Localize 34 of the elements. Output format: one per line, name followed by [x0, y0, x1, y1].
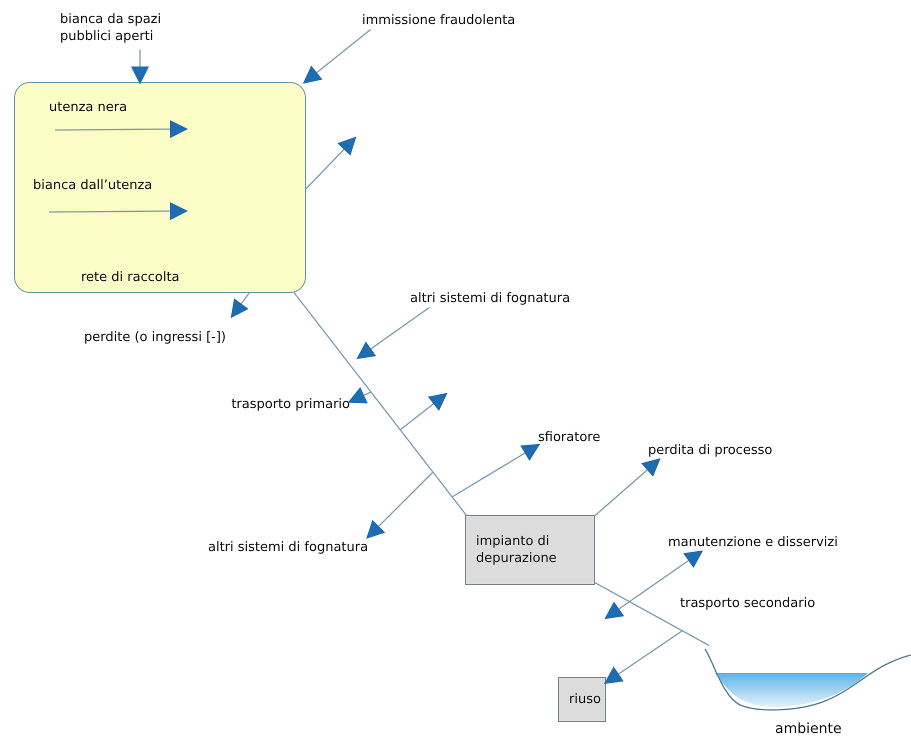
flow-arrow [305, 136, 356, 190]
flow-arrow [594, 458, 661, 517]
flow-arrow [604, 630, 682, 684]
flow-label: utenza nera [49, 99, 169, 130]
collection-network-box [14, 82, 306, 293]
box-label: impianto di depurazione [476, 533, 558, 567]
flow-arrow [348, 387, 372, 404]
reuse-box [558, 677, 606, 722]
flow-label: perdite (o ingressi [-]) [84, 316, 314, 346]
flow-label: bianca dall’utenza [33, 177, 193, 212]
edge-label: trasporto secondario [678, 595, 818, 612]
environment-label: ambiente [775, 721, 842, 738]
flow-label: perdita di processo [648, 440, 818, 460]
treatment-plant-box [465, 515, 595, 585]
flow-arrow [604, 550, 704, 620]
flow-label: altri sistemi di fognatura [410, 288, 600, 308]
flow-arrow [131, 50, 149, 84]
flow-label: altri sistemi di fognatura [208, 537, 418, 557]
flow-arrow [356, 306, 430, 360]
flow-label: bianca da spazi pubblici aperti [60, 6, 210, 50]
flow-label: trasporto primario [186, 394, 350, 414]
box-label: riuso [569, 691, 601, 708]
flow-label: sfioratore [538, 427, 624, 447]
flow-arrow [366, 472, 434, 539]
flow-label: manutenzione e disservizi [668, 532, 898, 552]
flow-arrow [49, 202, 188, 220]
flow-line [293, 292, 468, 516]
flow-arrow [230, 292, 250, 318]
box-label: rete di raccolta [81, 269, 180, 286]
flow-arrow [302, 29, 372, 84]
flow-line [594, 582, 710, 646]
flow-label: immissione fraudolenta [362, 10, 552, 30]
flow-arrow [55, 120, 188, 138]
flow-arrow [452, 444, 540, 498]
